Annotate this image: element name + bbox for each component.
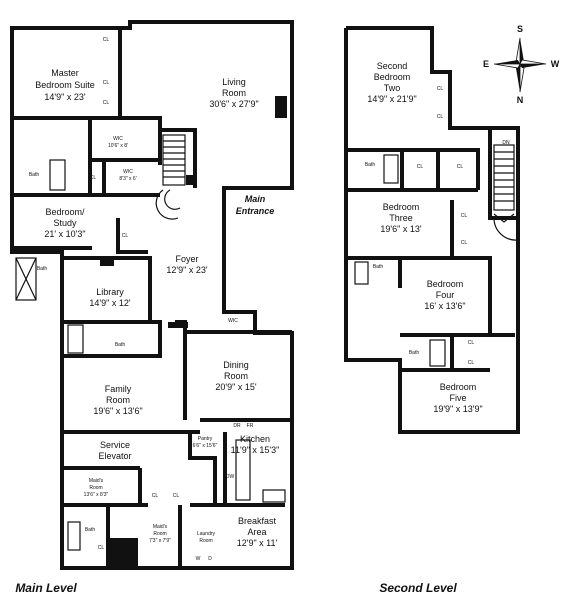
bath-label-2: Bath bbox=[37, 266, 48, 272]
laundry-room-name: Laundry bbox=[197, 531, 216, 537]
closet-label-s5: CL bbox=[461, 213, 468, 219]
closet-label-2: CL bbox=[103, 80, 110, 86]
main-entrance-label: Main bbox=[245, 194, 266, 204]
closet-label-7: CL bbox=[173, 493, 180, 499]
second-level-title: Second Level bbox=[379, 581, 457, 595]
bedroom-two-name-2: Bedroom bbox=[374, 72, 411, 82]
kitchen-name: Kitchen bbox=[240, 434, 270, 444]
service-elevator-name-2: Elevator bbox=[98, 451, 131, 461]
compass-east: E bbox=[483, 59, 489, 69]
closet-label-s8: CL bbox=[468, 360, 475, 366]
maids-room-2-name: Maid's bbox=[153, 524, 168, 530]
dining-room-name-2: Room bbox=[224, 371, 248, 381]
foyer-dims: 12'9" x 23' bbox=[166, 265, 207, 275]
wic-1-name: WIC bbox=[113, 136, 123, 142]
laundry-room-name-2: Room bbox=[199, 538, 212, 544]
breakfast-area-dims: 12'9" x 11' bbox=[237, 538, 278, 548]
living-room-dims: 30'6" x 27'9" bbox=[209, 99, 258, 109]
maids-room-1-name: Maid's bbox=[89, 478, 104, 484]
bedroom-three-name: Bedroom bbox=[383, 202, 420, 212]
closet-label-1: CL bbox=[103, 37, 110, 43]
main-entrance-label-2: Entrance bbox=[236, 206, 275, 216]
bedroom-two-dims: 14'9" x 21'9" bbox=[367, 94, 416, 104]
bath-label-s1: Bath bbox=[365, 162, 376, 168]
closet-label-s4: CL bbox=[457, 164, 464, 170]
master-suite-name-2: Bedroom Suite bbox=[35, 80, 95, 90]
maids-room-1-name-2: Room bbox=[89, 485, 102, 491]
master-suite-name: Master bbox=[51, 68, 79, 78]
family-room-dims: 19'6" x 13'6" bbox=[93, 406, 142, 416]
closet-label-3: CL bbox=[103, 100, 110, 106]
fr-label: FR bbox=[247, 423, 254, 429]
bath-label-3: Bath bbox=[115, 342, 126, 348]
bedroom-four-name-2: Four bbox=[436, 290, 455, 300]
bedroom-five-name: Bedroom bbox=[440, 382, 477, 392]
washer-label: W bbox=[196, 556, 201, 562]
pantry-dims: 6'6" x 15'6" bbox=[193, 443, 218, 449]
family-room-name: Family bbox=[105, 384, 132, 394]
library-name: Library bbox=[96, 287, 124, 297]
pantry-name: Pantry bbox=[198, 436, 213, 442]
closet-label-s6: CL bbox=[461, 240, 468, 246]
dr-label: DR bbox=[233, 423, 241, 429]
wic-label: WIC bbox=[228, 318, 238, 324]
foyer-name: Foyer bbox=[175, 254, 198, 264]
master-suite-dims: 14'9" x 23' bbox=[44, 92, 85, 102]
main-stair bbox=[155, 134, 194, 220]
library-dims: 14'9" x 12' bbox=[89, 298, 130, 308]
main-fixtures bbox=[15, 96, 287, 568]
bath-label-s3: Bath bbox=[409, 350, 420, 356]
bedroom-three-dims: 19'6" x 13' bbox=[380, 224, 421, 234]
kitchen-dims: 11'9" x 15'3" bbox=[231, 445, 280, 455]
bedroom-study-name-2: Study bbox=[53, 218, 77, 228]
compass-north: N bbox=[517, 95, 524, 105]
second-fixtures bbox=[354, 154, 446, 367]
closet-label-8: CL bbox=[98, 545, 105, 551]
bath-label-1: Bath bbox=[29, 172, 40, 178]
bedroom-two-name: Second bbox=[377, 61, 408, 71]
dw-label: DW bbox=[226, 474, 235, 480]
compass-rose-icon bbox=[493, 37, 547, 93]
closet-label-s7: CL bbox=[468, 340, 475, 346]
bedroom-four-name: Bedroom bbox=[427, 279, 464, 289]
wic-1-dims: 10'6" x 8' bbox=[108, 143, 128, 149]
compass-west: W bbox=[551, 59, 560, 69]
wic-2-dims: 8'3" x 6' bbox=[119, 176, 136, 182]
living-room-name-2: Room bbox=[222, 88, 246, 98]
stair-dn-label: DN bbox=[502, 140, 510, 146]
breakfast-area-name: Breakfast bbox=[238, 516, 277, 526]
wic-2-name: WIC bbox=[123, 169, 133, 175]
bedroom-four-dims: 16' x 13'6" bbox=[424, 301, 465, 311]
maids-room-2-name-2: Room bbox=[153, 531, 166, 537]
compass-south: S bbox=[517, 24, 523, 34]
breakfast-area-name-2: Area bbox=[247, 527, 266, 537]
bedroom-study-name: Bedroom/ bbox=[45, 207, 85, 217]
main-level-title: Main Level bbox=[15, 581, 77, 595]
dining-room-dims: 20'9" x 15' bbox=[215, 382, 256, 392]
living-room-name: Living bbox=[222, 77, 246, 87]
closet-label-5: CL bbox=[122, 233, 129, 239]
family-room-name-2: Room bbox=[106, 395, 130, 405]
dining-room-name: Dining bbox=[223, 360, 249, 370]
closet-label-6: CL bbox=[152, 493, 159, 499]
maids-room-2-dims: 7'3" x 7'9" bbox=[149, 538, 171, 544]
closet-label-s2: CL bbox=[437, 114, 444, 120]
closet-label-4: CL bbox=[90, 175, 97, 181]
bedroom-study-dims: 21' x 10'3" bbox=[44, 229, 85, 239]
closet-label-s1: CL bbox=[437, 86, 444, 92]
second-stair bbox=[493, 144, 519, 241]
bath-label-4: Bath bbox=[85, 527, 96, 533]
bedroom-five-name-2: Five bbox=[449, 393, 466, 403]
maids-room-1-dims: 13'6" x 8'3" bbox=[84, 492, 109, 498]
dryer-label: D bbox=[208, 556, 212, 562]
bath-label-s2: Bath bbox=[373, 264, 384, 270]
bedroom-two-name-3: Two bbox=[384, 83, 401, 93]
bedroom-three-name-2: Three bbox=[389, 213, 413, 223]
second-level-walls bbox=[344, 26, 520, 434]
bedroom-five-dims: 19'9" x 13'9" bbox=[433, 404, 482, 414]
closet-label-s3: CL bbox=[417, 164, 424, 170]
service-elevator-name: Service bbox=[100, 440, 130, 450]
